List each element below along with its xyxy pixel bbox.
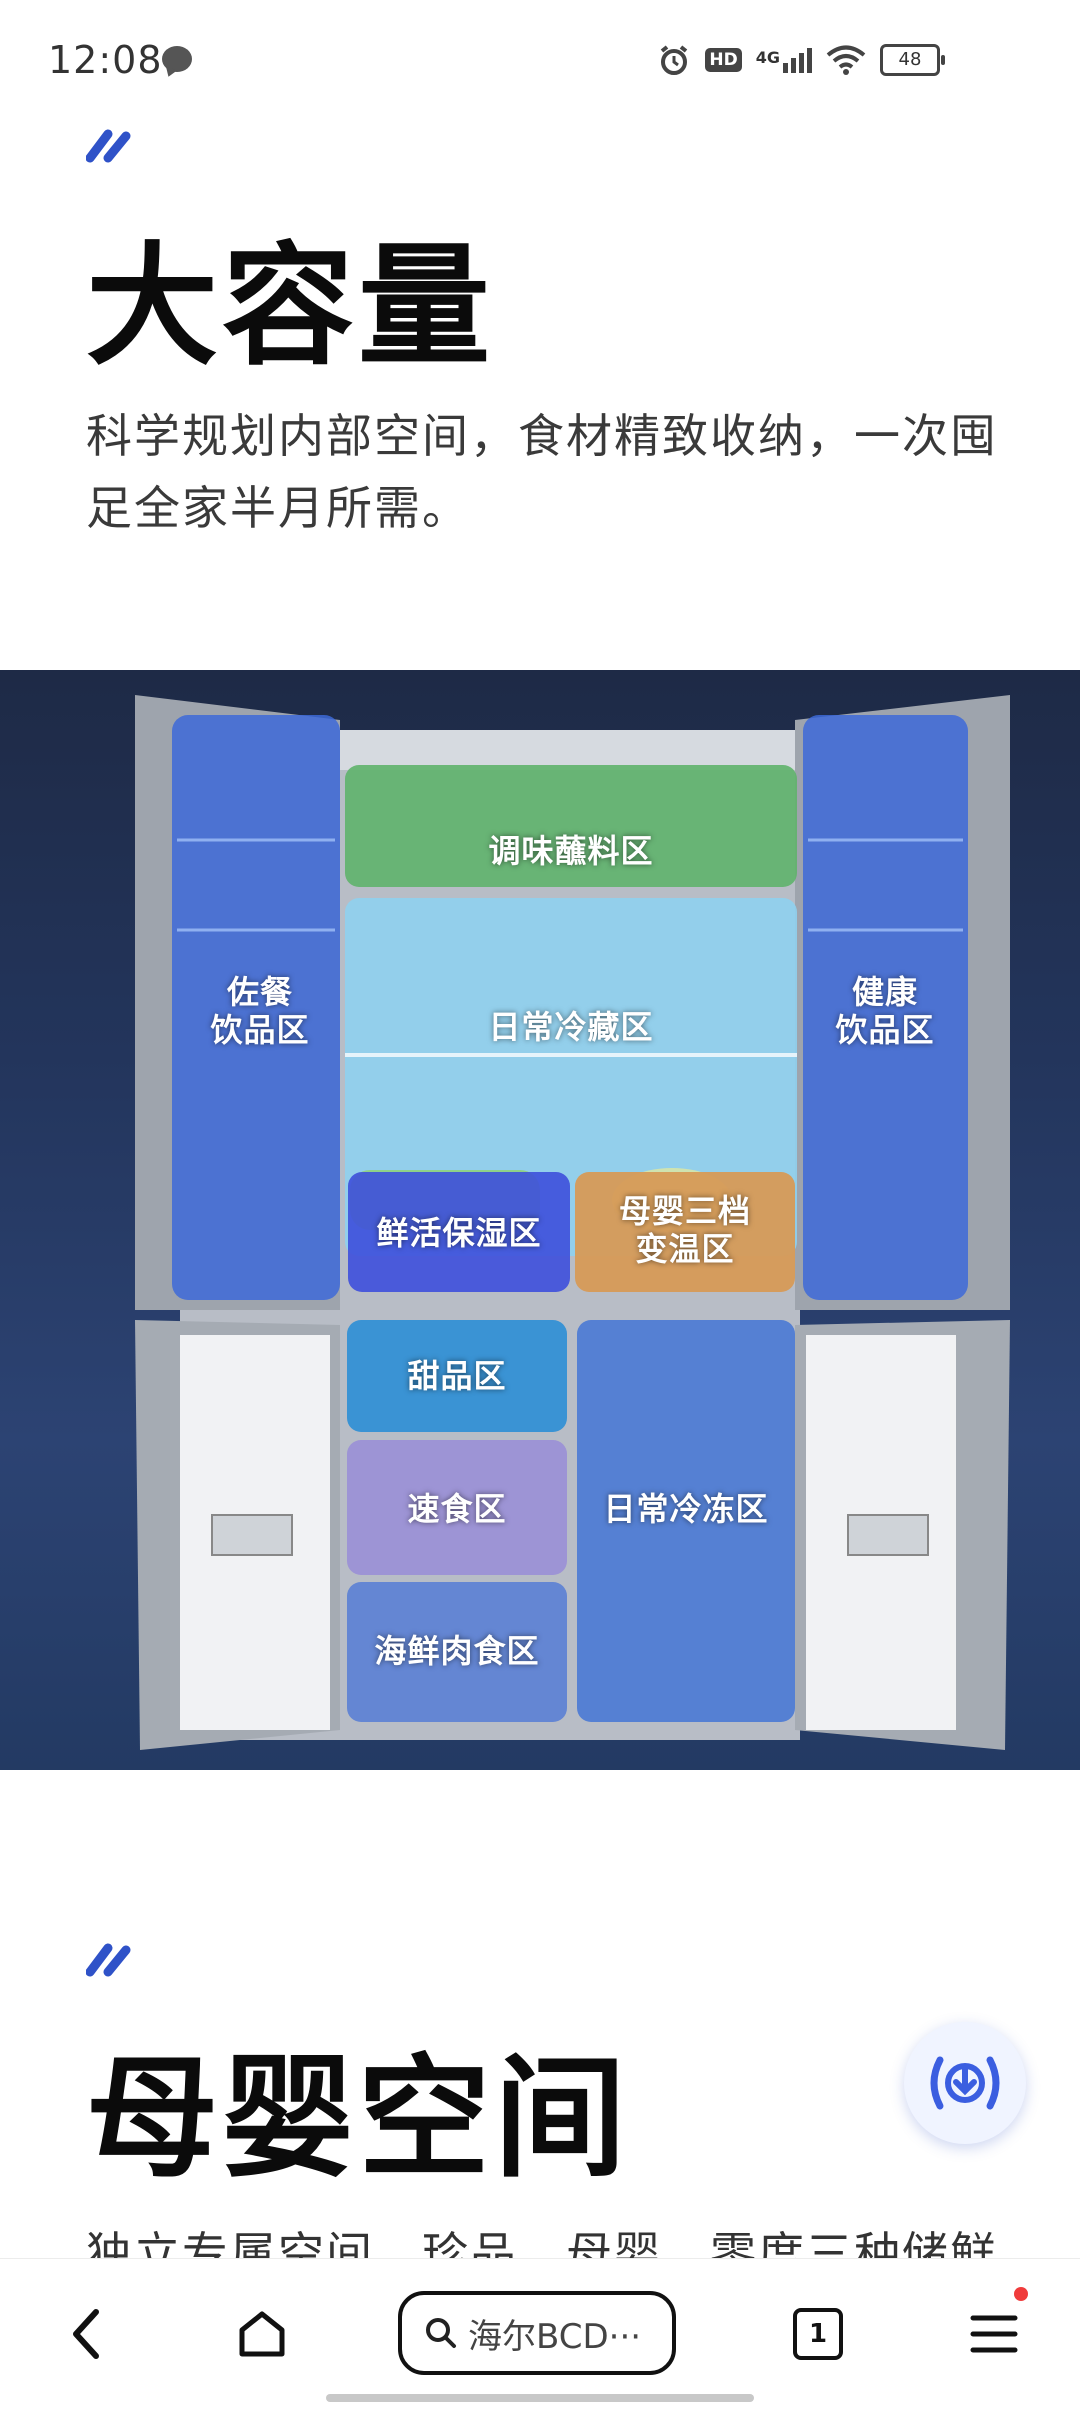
menu-button[interactable] xyxy=(934,2259,1054,2409)
section-title-capacity: 大容量 xyxy=(86,230,494,384)
fridge-zones-image: 佐餐 饮品区 调味蘸料区 日常冷藏区 健康 饮品区 鲜活保湿区 母婴三档 变温区… xyxy=(0,670,1080,1770)
section-title-baby-space: 母婴空间 xyxy=(86,2042,630,2196)
menu-icon xyxy=(970,2315,1018,2353)
zone-label-left-door: 佐餐 饮品区 xyxy=(210,973,310,1049)
notification-dot xyxy=(1014,2287,1028,2301)
network-type-label: 4G xyxy=(755,47,780,67)
zone-label-daily-freeze: 日常冷冻区 xyxy=(603,1490,769,1528)
zone-label-fast-food: 速食区 xyxy=(407,1490,507,1528)
status-icons: HD 4G 48 xyxy=(657,40,945,80)
alarm-icon xyxy=(661,45,688,75)
home-indicator[interactable] xyxy=(326,2394,754,2402)
zone-label-seasoning: 调味蘸料区 xyxy=(488,832,654,870)
section-description-capacity: 科学规划内部空间，食材精致收纳，一次囤足全家半月所需。 xyxy=(86,409,998,535)
battery-indicator: 48 xyxy=(880,44,945,76)
zone-label-seafood-meat: 海鲜肉食区 xyxy=(374,1632,540,1670)
back-button[interactable] xyxy=(26,2259,146,2409)
bottom-navigation-bar: 海尔BCD··· 1 xyxy=(0,2258,1080,2409)
chevron-left-icon xyxy=(73,2309,99,2359)
zone-label-right-door: 健康 饮品区 xyxy=(835,973,935,1049)
download-icon xyxy=(930,2056,1000,2110)
zone-label-daily-fridge: 日常冷藏区 xyxy=(488,1008,654,1046)
fridge-illustration xyxy=(135,695,1010,1750)
hd-icon: HD xyxy=(705,48,742,72)
brand-slash-icon xyxy=(86,1943,131,1977)
home-button[interactable] xyxy=(202,2259,322,2409)
zone-label-baby-temp: 母婴三档 变温区 xyxy=(618,1192,751,1268)
floating-download-button[interactable] xyxy=(904,2022,1026,2144)
search-query-text: 海尔BCD··· xyxy=(468,2316,642,2357)
brand-slash-icon xyxy=(86,129,131,163)
tabs-button[interactable]: 1 xyxy=(758,2259,878,2409)
search-bar[interactable]: 海尔BCD··· xyxy=(398,2291,676,2375)
wifi-icon xyxy=(826,45,866,75)
zone-label-dessert: 甜品区 xyxy=(407,1357,507,1395)
message-notification-icon xyxy=(162,46,192,72)
4g-signal-icon: 4G xyxy=(755,47,812,73)
status-time: 12:08 xyxy=(48,38,163,82)
zone-label-fresh-humid: 鲜活保湿区 xyxy=(376,1214,542,1252)
home-icon xyxy=(239,2311,285,2357)
search-icon xyxy=(426,2318,456,2348)
tab-count: 1 xyxy=(793,2308,843,2360)
status-bar: 12:08 HD 4G 48 xyxy=(0,0,1080,120)
